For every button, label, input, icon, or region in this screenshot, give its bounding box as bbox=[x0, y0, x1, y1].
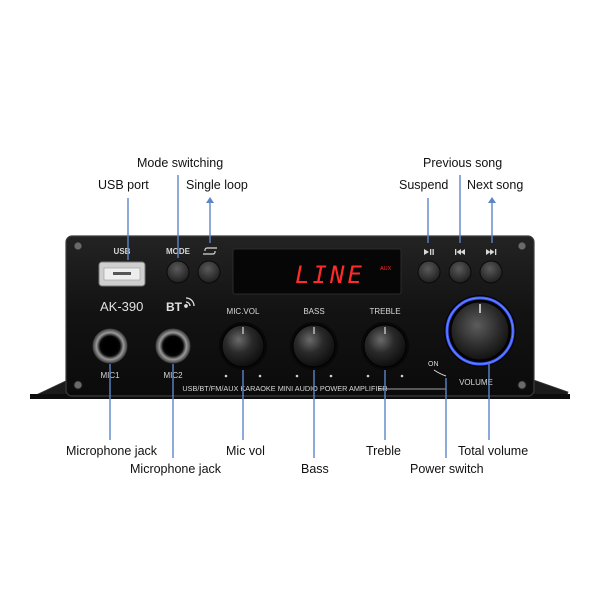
callout-total-volume: Total volume bbox=[458, 444, 529, 458]
display-sub: AUX bbox=[380, 266, 392, 272]
led-display bbox=[232, 248, 402, 295]
amplifier-description: USB/BT/FM/AUX KARAOKE MINI AUDIO POWER A… bbox=[182, 384, 387, 393]
callout-bass: Bass bbox=[301, 462, 329, 476]
callout-usb-port: USB port bbox=[98, 178, 149, 192]
callout-microphone-jack-2: Microphone jack bbox=[130, 462, 222, 476]
model-label: AK-390 bbox=[100, 299, 143, 314]
callout-suspend: Suspend bbox=[399, 178, 449, 192]
callout-previous-song: Previous song bbox=[423, 156, 503, 170]
screw-icon bbox=[73, 241, 527, 390]
usb-icon bbox=[113, 272, 131, 275]
power-arrow-icon bbox=[433, 369, 447, 377]
mic-vol-knob bbox=[219, 322, 267, 370]
loop-icon bbox=[203, 247, 217, 255]
single-loop-button bbox=[197, 260, 221, 284]
previous-icon bbox=[455, 249, 465, 255]
display-text: LINE bbox=[295, 261, 365, 289]
treble-label: TREBLE bbox=[369, 307, 400, 316]
callout-power-switch: Power switch bbox=[410, 462, 484, 476]
callout-single-loop: Single loop bbox=[186, 178, 248, 192]
callout-microphone-jack-1: Microphone jack bbox=[66, 444, 158, 458]
bluetooth-signal-icon bbox=[184, 297, 195, 308]
volume-label: VOLUME bbox=[459, 378, 493, 387]
volume-knob bbox=[444, 295, 516, 367]
next-icon bbox=[486, 249, 497, 255]
callout-treble: Treble bbox=[366, 444, 401, 458]
treble-knob bbox=[361, 322, 409, 370]
bt-label: BT bbox=[166, 300, 183, 314]
callout-mic-vol: Mic vol bbox=[226, 444, 265, 458]
leader-lines bbox=[109, 175, 496, 458]
mode-button bbox=[166, 260, 190, 284]
play-pause-icon bbox=[424, 249, 434, 255]
usb-label: USB bbox=[114, 247, 131, 256]
knob-scale-dots bbox=[224, 374, 404, 378]
previous-song-button bbox=[448, 260, 472, 284]
next-song-button bbox=[479, 260, 503, 284]
bass-label: BASS bbox=[303, 307, 324, 316]
suspend-button bbox=[417, 260, 441, 284]
on-label: ON bbox=[428, 361, 439, 368]
callout-next-song: Next song bbox=[467, 178, 524, 192]
callout-mode-switching: Mode switching bbox=[137, 156, 224, 170]
bass-knob bbox=[290, 322, 338, 370]
mic-vol-label: MIC.VOL bbox=[227, 307, 260, 316]
